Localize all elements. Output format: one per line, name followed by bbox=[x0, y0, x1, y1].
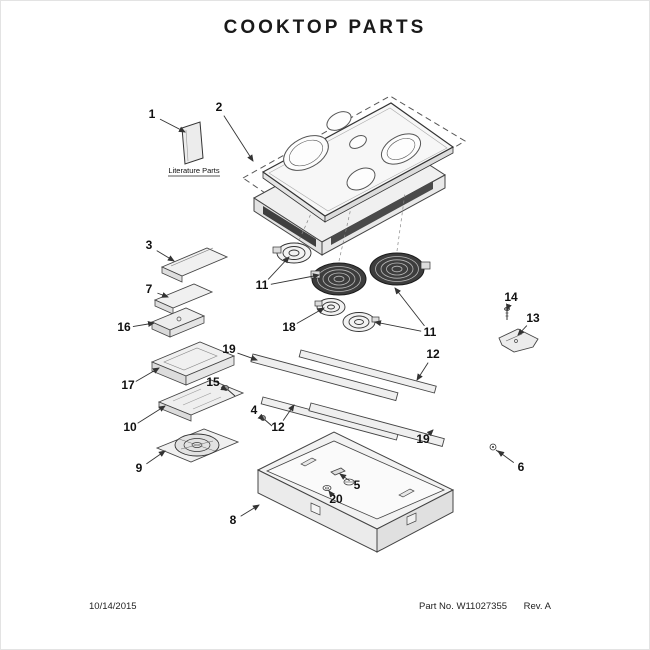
callout-label-11: 11 bbox=[424, 325, 437, 339]
footer-date: 10/14/2015 bbox=[89, 601, 137, 612]
callout-leader-12 bbox=[416, 362, 429, 381]
callout-leader-1 bbox=[159, 118, 186, 133]
heating-element-small-right bbox=[342, 312, 380, 332]
literature-parts-label: Literature Parts bbox=[168, 166, 220, 175]
callout-leader-12 bbox=[282, 404, 295, 421]
callout-label-4: 4 bbox=[251, 403, 258, 417]
grommet-20 bbox=[322, 485, 332, 491]
glass-cooktop bbox=[261, 102, 455, 223]
mounting-rails bbox=[250, 349, 445, 447]
callout-leader-15 bbox=[220, 384, 228, 391]
callout-label-2: 2 bbox=[216, 100, 223, 114]
bracket-3 bbox=[160, 247, 229, 283]
callout-label-19: 19 bbox=[416, 432, 430, 446]
callout-label-15: 15 bbox=[206, 375, 220, 389]
burner-rings bbox=[283, 111, 422, 191]
plate-10 bbox=[157, 379, 245, 422]
module-16 bbox=[150, 307, 206, 338]
callout-label-7: 7 bbox=[146, 282, 153, 296]
element-9 bbox=[155, 428, 240, 463]
callout-label-1: 1 bbox=[149, 107, 156, 121]
callout-label-14: 14 bbox=[504, 290, 518, 304]
callout-leader-19 bbox=[426, 429, 434, 437]
callout-label-20: 20 bbox=[329, 492, 343, 506]
rail-19-bottom bbox=[308, 402, 445, 447]
callout-label-18: 18 bbox=[282, 320, 296, 334]
callout-leader-20 bbox=[328, 490, 336, 498]
callout-leader-5 bbox=[339, 473, 350, 482]
callout-label-19: 19 bbox=[222, 342, 236, 356]
callout-label-10: 10 bbox=[123, 420, 137, 434]
callout-label-3: 3 bbox=[146, 238, 153, 252]
callout-leader-2 bbox=[223, 115, 254, 162]
revision-text: Rev. A bbox=[523, 601, 551, 612]
callout-label-12: 12 bbox=[271, 420, 285, 434]
callout-label-17: 17 bbox=[121, 378, 135, 392]
callout-leader-11 bbox=[374, 320, 422, 332]
callout-leader-11 bbox=[267, 256, 290, 280]
base-pan bbox=[256, 431, 455, 553]
callout-leader-8 bbox=[240, 504, 260, 517]
callout-leader-17 bbox=[135, 367, 160, 382]
callout-leader-11 bbox=[394, 287, 425, 327]
bracket-13 bbox=[498, 328, 539, 353]
footer-part-number: Part No. W11027355 Rev. A bbox=[419, 601, 551, 612]
callout-leader-4 bbox=[257, 413, 265, 421]
callout-label-6: 6 bbox=[518, 460, 525, 474]
callout-leader-7 bbox=[157, 292, 169, 298]
callout-leader-3 bbox=[156, 250, 175, 262]
callout-label-13: 13 bbox=[526, 311, 540, 325]
callout-leader-6 bbox=[497, 450, 515, 464]
heating-element-small-center bbox=[314, 298, 346, 316]
page-title: COOKTOP PARTS bbox=[223, 17, 427, 38]
screw-4 bbox=[260, 415, 273, 427]
callout-label-12: 12 bbox=[426, 347, 440, 361]
callout-leader-14 bbox=[506, 303, 512, 311]
callout-leader-11 bbox=[270, 273, 320, 285]
callout-leader-19 bbox=[237, 352, 258, 361]
heating-element-small-left bbox=[272, 242, 312, 264]
callout-leader-9 bbox=[146, 450, 166, 465]
callout-label-8: 8 bbox=[230, 513, 237, 527]
callout-label-5: 5 bbox=[354, 478, 361, 492]
rail-12-top bbox=[298, 349, 437, 394]
clip-5 bbox=[330, 467, 346, 476]
callout-leader-13 bbox=[517, 325, 528, 336]
callout-label-9: 9 bbox=[136, 461, 143, 475]
heating-element-large-right bbox=[369, 252, 431, 286]
callout-label-16: 16 bbox=[117, 320, 131, 334]
literature-booklet: Literature Parts bbox=[168, 121, 220, 177]
heating-element-large-left bbox=[310, 262, 367, 296]
callout-leader-16 bbox=[132, 321, 155, 327]
callout-leader-10 bbox=[137, 405, 166, 424]
callout-leader-18 bbox=[296, 307, 325, 324]
callout-label-11: 11 bbox=[256, 278, 269, 292]
projection-lines bbox=[296, 192, 406, 262]
module-17 bbox=[150, 341, 236, 386]
part-number-text: Part No. W11027355 bbox=[419, 601, 508, 612]
